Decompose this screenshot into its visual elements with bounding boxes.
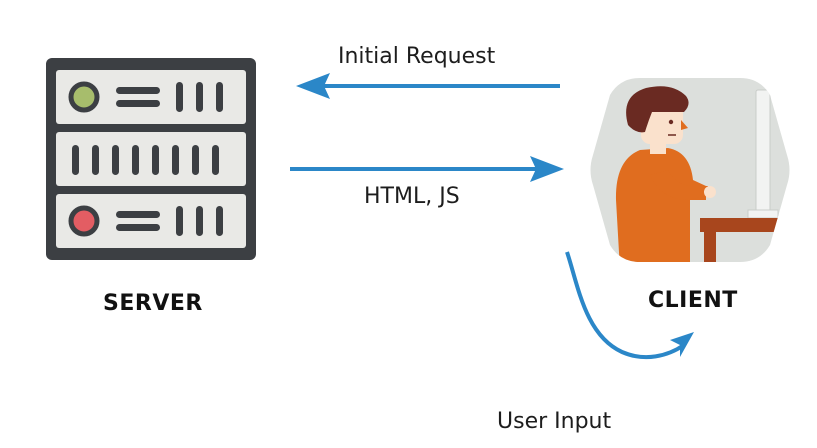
server-slot <box>112 145 119 175</box>
person-hair <box>626 86 689 133</box>
server-slot <box>116 87 160 94</box>
person-hand <box>704 186 716 198</box>
request-arrow <box>296 73 560 99</box>
person-nose <box>681 120 688 130</box>
server-slot <box>92 145 99 175</box>
server-rack-icon <box>46 58 256 260</box>
html-js-label: HTML, JS <box>364 184 460 209</box>
arrowhead-left-icon <box>296 73 330 99</box>
person-eye <box>668 119 674 125</box>
server-slot <box>172 145 179 175</box>
server-slot <box>72 145 79 175</box>
server-led-red <box>68 205 100 237</box>
person-at-computer-icon <box>590 78 790 262</box>
server-slot <box>152 145 159 175</box>
monitor-stand <box>747 209 779 219</box>
person-torso <box>615 148 706 262</box>
desk-leg <box>704 232 716 262</box>
server-slot <box>196 206 203 236</box>
person-arm <box>650 170 708 200</box>
server-slot <box>116 100 160 107</box>
person-face <box>641 104 683 144</box>
response-arrow <box>290 156 564 182</box>
desk-icon <box>700 218 790 232</box>
server-slot <box>216 206 223 236</box>
monitor-icon <box>755 89 771 219</box>
initial-request-label: Initial Request <box>338 44 496 69</box>
client-label: CLIENT <box>648 288 738 313</box>
server-slot <box>116 224 160 231</box>
server-led-green <box>68 81 100 113</box>
arrowhead-curved-icon <box>670 332 694 357</box>
user-input-arrow <box>565 251 694 360</box>
server-slot <box>196 82 203 112</box>
server-slot <box>116 211 160 218</box>
server-slot <box>212 145 219 175</box>
server-slot <box>132 145 139 175</box>
server-slot <box>216 82 223 112</box>
server-slot <box>192 145 199 175</box>
arrowhead-right-icon <box>530 156 564 182</box>
server-slot <box>176 206 183 236</box>
server-label: SERVER <box>103 291 203 316</box>
server-slot <box>176 82 183 112</box>
user-input-label: User Input <box>497 409 612 434</box>
